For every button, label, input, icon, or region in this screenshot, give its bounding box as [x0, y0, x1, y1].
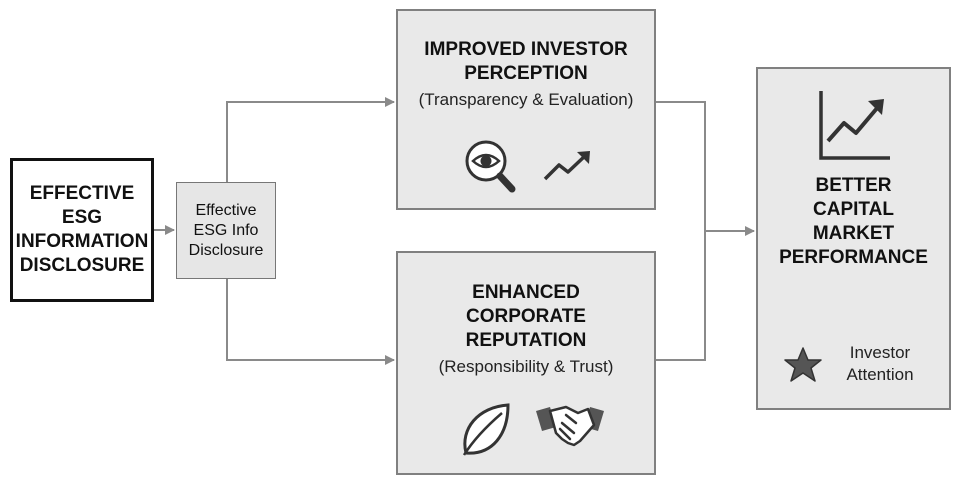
investor-perception-subtitle: (Transparency & Evaluation) — [418, 90, 634, 109]
mediator-box: Effective ESG Info Disclosure — [176, 182, 276, 279]
esg-disclosure-title: EFFECTIVE ESG INFORMATION DISCLOSURE — [15, 183, 149, 276]
esg-disclosure-box: EFFECTIVE ESG INFORMATION DISCLOSURE — [10, 158, 154, 302]
growth-chart-icon — [819, 91, 890, 160]
investor-perception-title: IMPROVED INVESTOR PERCEPTION — [424, 39, 628, 84]
mediator-label: Effective ESG Info Disclosure — [188, 201, 264, 259]
corporate-reputation-subtitle: (Responsibility & Trust) — [438, 357, 614, 376]
trend-up-icon — [543, 151, 590, 181]
handshake-icon — [536, 405, 604, 447]
connector-perception-out — [656, 101, 706, 361]
connector-mediator-to-reputation — [226, 279, 395, 365]
leaf-icon — [462, 403, 510, 456]
capital-market-title: BETTER CAPITAL MARKET PERFORMANCE — [779, 175, 928, 268]
magnifier-eye-icon — [465, 140, 516, 193]
corporate-reputation-title: ENHANCED CORPORATE REPUTATION — [465, 282, 587, 351]
star-icon — [784, 347, 822, 382]
investor-attention-label: Investor Attention — [846, 343, 914, 384]
corporate-reputation-box: ENHANCED CORPORATE REPUTATION (Responsib… — [396, 251, 656, 475]
connector-mediator-to-perception — [226, 97, 395, 182]
capital-market-box: BETTER CAPITAL MARKET PERFORMANCE Invest… — [756, 67, 951, 410]
investor-perception-box: IMPROVED INVESTOR PERCEPTION (Transparen… — [396, 9, 656, 210]
